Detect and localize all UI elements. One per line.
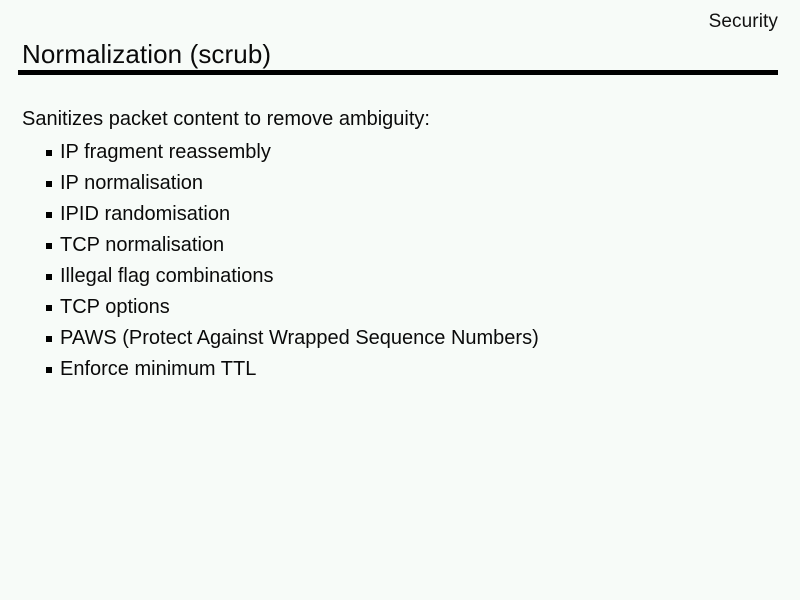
- list-item-label: Enforce minimum TTL: [60, 358, 257, 380]
- list-item: Enforce minimum TTL: [0, 356, 539, 387]
- list-item: IP fragment reassembly: [0, 139, 539, 170]
- intro-text: Sanitizes packet content to remove ambig…: [22, 108, 430, 130]
- square-bullet-icon: [46, 181, 52, 187]
- list-item-label: PAWS (Protect Against Wrapped Sequence N…: [60, 327, 539, 349]
- slide-header-label: Security: [708, 11, 778, 32]
- list-item: TCP normalisation: [0, 232, 539, 263]
- list-item-label: TCP options: [60, 296, 170, 318]
- square-bullet-icon: [46, 212, 52, 218]
- list-item: IPID randomisation: [0, 201, 539, 232]
- page-title: Normalization (scrub): [22, 39, 272, 69]
- list-item: TCP options: [0, 294, 539, 325]
- square-bullet-icon: [46, 336, 52, 342]
- bullet-list: IP fragment reassembly IP normalisation …: [0, 139, 539, 387]
- list-item-label: TCP normalisation: [60, 234, 225, 256]
- title-divider: [18, 70, 778, 75]
- square-bullet-icon: [46, 243, 52, 249]
- list-item-label: IPID randomisation: [60, 203, 231, 225]
- square-bullet-icon: [46, 305, 52, 311]
- list-item: IP normalisation: [0, 170, 539, 201]
- list-item: Illegal flag combinations: [0, 263, 539, 294]
- square-bullet-icon: [46, 150, 52, 156]
- square-bullet-icon: [46, 274, 52, 280]
- square-bullet-icon: [46, 367, 52, 373]
- list-item-label: IP normalisation: [60, 172, 204, 194]
- list-item-label: Illegal flag combinations: [60, 265, 274, 287]
- list-item-label: IP fragment reassembly: [60, 141, 271, 163]
- list-item: PAWS (Protect Against Wrapped Sequence N…: [0, 325, 539, 356]
